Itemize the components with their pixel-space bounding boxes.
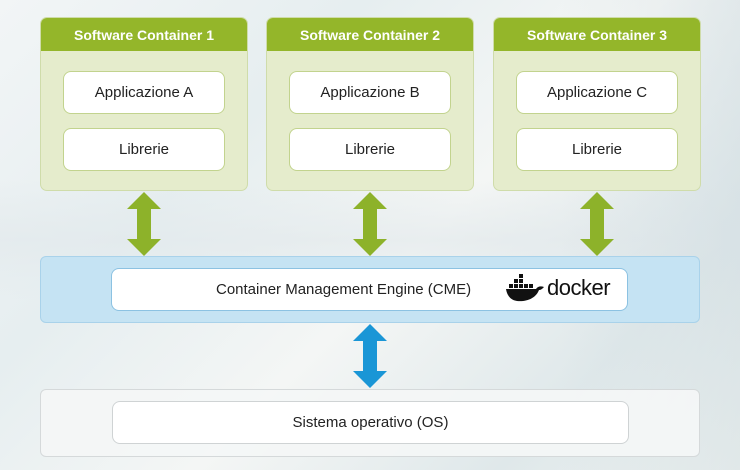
libraries-box: Librerie — [289, 128, 451, 171]
docker-whale-icon — [506, 274, 544, 302]
container-title: Software Container 2 — [267, 18, 473, 51]
docker-wordmark: docker — [547, 275, 611, 300]
double-arrow-icon — [353, 324, 387, 388]
application-box: Applicazione C — [516, 71, 678, 114]
container-title: Software Container 1 — [41, 18, 247, 51]
double-arrow-icon — [353, 192, 387, 256]
application-box: Applicazione B — [289, 71, 451, 114]
os-box: Sistema operativo (OS) — [112, 401, 629, 444]
cme-label: Container Management Engine (CME) — [216, 281, 472, 298]
application-box: Applicazione A — [63, 71, 225, 114]
software-container-3: Software Container 3 Applicazione C Libr… — [493, 17, 701, 191]
container-title: Software Container 3 — [494, 18, 700, 51]
docker-logo: docker — [505, 274, 611, 302]
double-arrow-icon — [127, 192, 161, 256]
software-container-2: Software Container 2 Applicazione B Libr… — [266, 17, 474, 191]
double-arrow-icon — [580, 192, 614, 256]
libraries-box: Librerie — [516, 128, 678, 171]
software-container-1: Software Container 1 Applicazione A Libr… — [40, 17, 248, 191]
libraries-box: Librerie — [63, 128, 225, 171]
cme-box: Container Management Engine (CME) docker — [111, 268, 628, 311]
